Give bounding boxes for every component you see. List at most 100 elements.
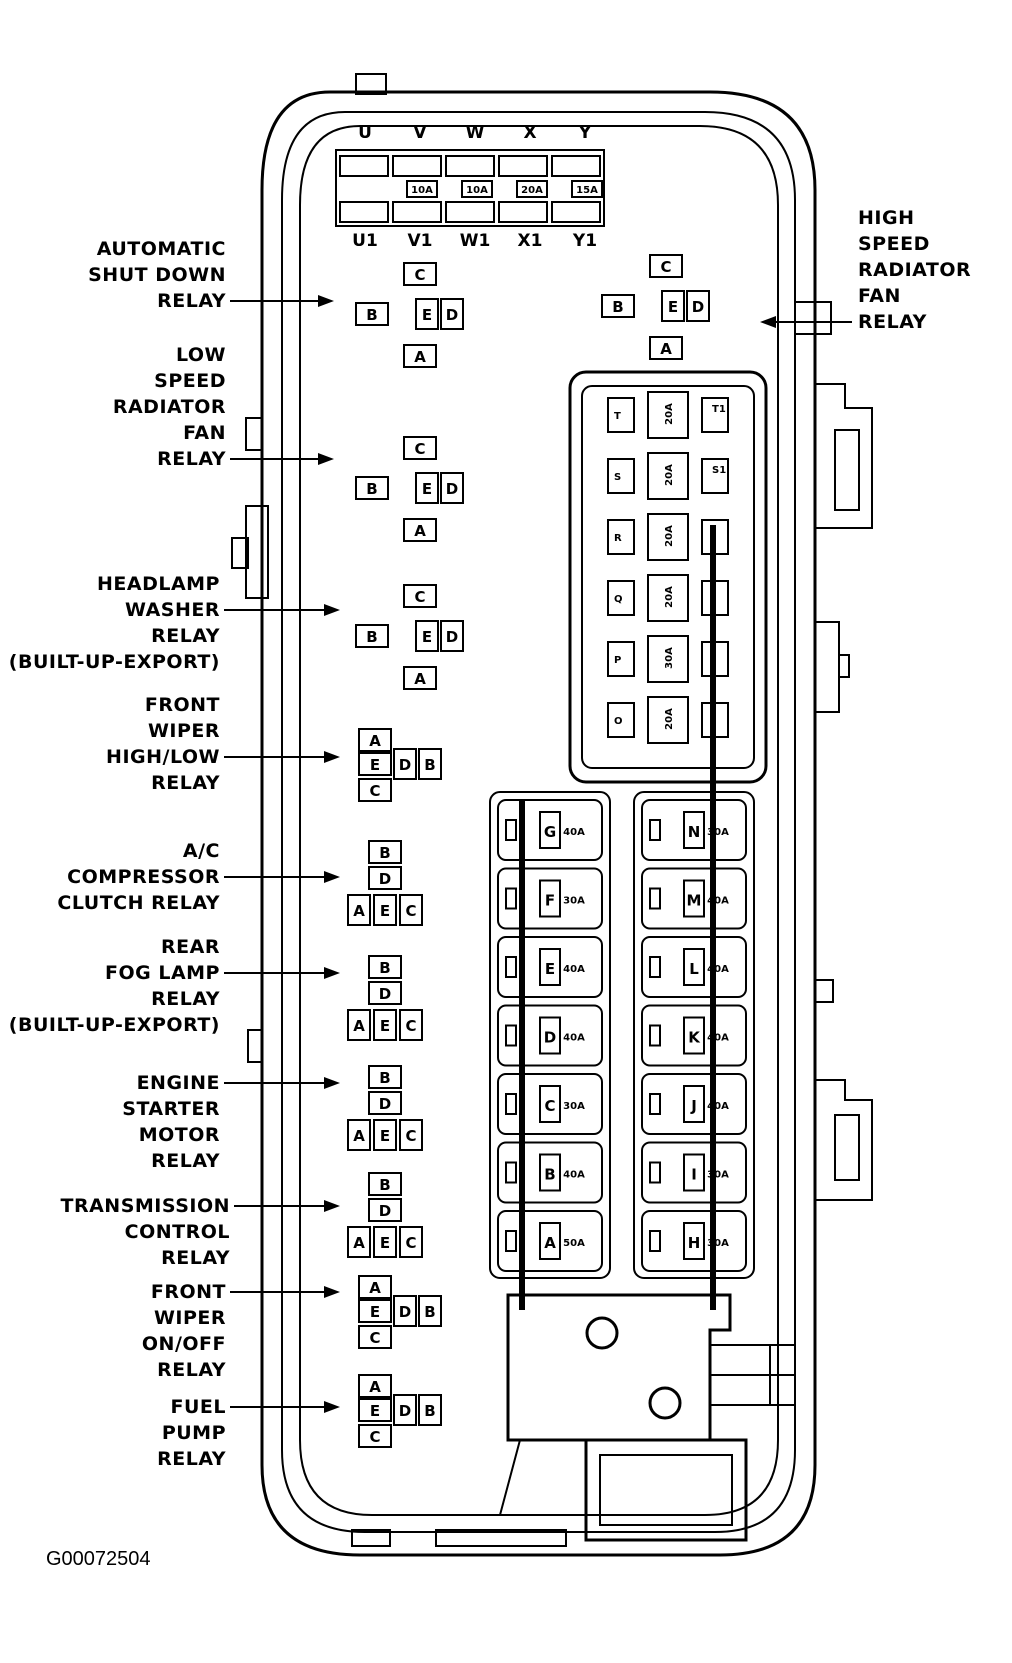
- mini-fuse-terminal: [607, 702, 635, 738]
- relay-pin: [368, 955, 402, 979]
- maxi-fuse-rating: 30A: [707, 1170, 729, 1181]
- relay-label-line: FAN: [858, 285, 901, 307]
- relay-label-line: CLUTCH RELAY: [57, 892, 220, 914]
- relay-pin: [358, 778, 392, 802]
- mini-fuse-aux: T1: [712, 404, 726, 415]
- maxi-fuse-letter: D: [544, 1029, 556, 1047]
- arrowhead-icon: [324, 967, 340, 979]
- relay-pin-label: D: [446, 306, 458, 324]
- maxi-fuse-letter: G: [544, 823, 556, 841]
- top-fuse-slot: [551, 155, 601, 177]
- maxi-fuse-clip: [505, 1093, 517, 1115]
- relay-label-line: ON/OFF: [142, 1333, 226, 1355]
- maxi-fuse-clip: [505, 1230, 517, 1252]
- maxi-fuse-rating: 40A: [563, 827, 585, 838]
- relay-pin: [347, 1226, 371, 1258]
- relay-pin-label: B: [379, 1176, 390, 1194]
- relay-label-line: RELAY: [151, 625, 220, 647]
- relay-pin: [403, 584, 437, 608]
- maxi-fuse-rating: 40A: [563, 964, 585, 975]
- relay-pin: [347, 1009, 371, 1041]
- maxi-fuse: [641, 936, 747, 998]
- top-fuse-rating: 10A: [466, 185, 488, 196]
- maxi-fuse-clip: [505, 956, 517, 978]
- relay-pin-label: B: [612, 298, 623, 316]
- maxi-fuse: [497, 867, 603, 930]
- top-fuse-slot: [392, 201, 442, 223]
- relay-pin-label: B: [379, 1069, 390, 1087]
- top-fuse-header: Y: [578, 123, 592, 143]
- relay-label-line: CONTROL: [125, 1221, 230, 1243]
- relay-label-line: WIPER: [148, 720, 220, 742]
- relay-pin-label: C: [369, 782, 380, 800]
- relay-pin: [418, 1394, 442, 1426]
- mini-fuse-terminal: [701, 458, 729, 494]
- mini-fuse-rating: 30A: [664, 647, 675, 669]
- relay-label-line: SHUT DOWN: [88, 264, 226, 286]
- maxi-fuse-rating: 30A: [707, 1238, 729, 1249]
- maxi-fuse-body: [683, 1016, 705, 1055]
- relay-pin-label: A: [660, 340, 672, 358]
- relay-pin-label: B: [366, 306, 377, 324]
- mini-fuse: [647, 635, 689, 683]
- relay-pin: [368, 866, 402, 890]
- relay-label-line: REAR: [161, 936, 220, 958]
- mini-fuse-letter: P: [614, 655, 621, 666]
- relay-label-line: RELAY: [157, 1448, 226, 1470]
- maxi-fuse: [641, 799, 747, 861]
- relay-pin-label: D: [379, 985, 391, 1003]
- maxi-fuse-clip: [505, 1161, 517, 1184]
- maxi-fuse-rating: 30A: [707, 827, 729, 838]
- relay-pin-label: B: [424, 756, 435, 774]
- maxi-fuse: [641, 1141, 747, 1204]
- relay-pin-label: D: [379, 870, 391, 888]
- top-fuse-header: X: [523, 123, 536, 143]
- relay-label-line: STARTER: [122, 1098, 220, 1120]
- relay-pin: [403, 666, 437, 690]
- maxi-fuse: [497, 1141, 603, 1204]
- maxi-fuse-frame-left: [489, 791, 611, 1279]
- relay-pin-label: B: [366, 480, 377, 498]
- relay-pin: [403, 436, 437, 460]
- relay-pin-label: E: [370, 756, 380, 774]
- relay-label-line: FRONT: [145, 694, 220, 716]
- relay-pin: [347, 1119, 371, 1151]
- maxi-fuse-letter: A: [544, 1234, 556, 1252]
- maxi-fuse-letter: M: [687, 892, 702, 910]
- arrowhead-icon: [318, 295, 334, 307]
- arrowhead-icon: [324, 1200, 340, 1212]
- maxi-fuse-letter: H: [688, 1234, 701, 1252]
- maxi-fuse-letter: K: [688, 1029, 701, 1047]
- top-fuse-slot: [339, 201, 389, 223]
- relay-pin-label: D: [446, 628, 458, 646]
- relay-pin: [358, 1424, 392, 1448]
- figure-code: G00072504: [46, 1548, 151, 1570]
- relay-label-line: PUMP: [162, 1422, 226, 1444]
- relay-pin: [601, 294, 635, 318]
- top-fuse-slot: [551, 201, 601, 223]
- relay-pin-label: E: [422, 306, 432, 324]
- relay-pin-label: C: [369, 1428, 380, 1446]
- relay-pin: [415, 298, 439, 330]
- maxi-fuse: [641, 1210, 747, 1272]
- relay-label-line: RELAY: [157, 1359, 226, 1381]
- top-fuse: [406, 180, 438, 198]
- mini-fuse-rating: 20A: [664, 586, 675, 608]
- relay-pin: [399, 1226, 423, 1258]
- maxi-fuse-rating: 40A: [707, 1033, 729, 1044]
- relay-label-line: WASHER: [125, 599, 220, 621]
- relay-pin: [358, 1398, 392, 1422]
- relay-label-line: RELAY: [157, 448, 226, 470]
- arrowhead-icon: [318, 453, 334, 465]
- maxi-fuse-letter: B: [544, 1166, 555, 1184]
- mini-fuse-terminal: [607, 397, 635, 433]
- relay-pin-label: E: [422, 628, 432, 646]
- relay-pin: [393, 1295, 417, 1327]
- relay-pin-label: C: [660, 258, 671, 276]
